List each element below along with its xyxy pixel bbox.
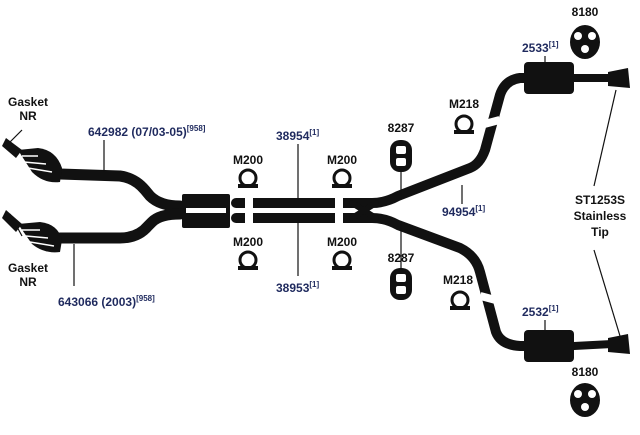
clamp-icons: [238, 114, 474, 310]
hanger-8287-upper-label: 8287: [388, 121, 415, 135]
lower-tailpipe: [570, 340, 616, 350]
hanger-icon-8180-top: [570, 25, 600, 59]
leader-gasket-bottom: [9, 213, 23, 237]
clamp-icon-m200-upper-right: [332, 168, 352, 188]
leader-gasket-top: [9, 129, 23, 143]
part-2533-label: 2533[1]: [522, 40, 559, 55]
clamp-icon-m218-upper: [454, 114, 474, 134]
hanger-icon-8287-upper: [390, 140, 412, 172]
clamp-m218-lower-label: M218: [443, 273, 473, 287]
gasket-top-label-2: NR: [19, 109, 37, 123]
hanger-8180-bottom-label: 8180: [572, 365, 599, 379]
part-94954-label: 94954[1]: [442, 204, 485, 219]
hanger-icon-8180-bottom: [570, 383, 600, 417]
tip-label-3: Tip: [591, 225, 609, 239]
clamp-icon-m200-upper-left: [238, 168, 258, 188]
pipe-breaks: [245, 116, 501, 304]
clamp-icon-m218-lower: [450, 290, 470, 310]
clamp-m200-upper-left-label: M200: [233, 153, 263, 167]
clamp-m200-lower-right-label: M200: [327, 235, 357, 249]
pipe-gap-4: [479, 292, 497, 304]
tip-label-1: ST1253S: [575, 193, 625, 207]
leader-tip-bottom: [593, 249, 621, 337]
clamp-m200-upper-right-label: M200: [327, 153, 357, 167]
clamp-m218-upper-label: M218: [449, 97, 479, 111]
gasket-bottom-label-1: Gasket: [8, 261, 48, 275]
hanger-icon-8287-lower: [390, 268, 412, 300]
muffler-top: [524, 62, 574, 94]
catalytic-converter-top: [2, 138, 62, 183]
leader-lines: [9, 56, 621, 337]
part-2532-label: 2532[1]: [522, 304, 559, 319]
clamp-m200-lower-left-label: M200: [233, 235, 263, 249]
tip-bottom: [608, 334, 630, 354]
hanger-8180-top-label: 8180: [572, 5, 599, 19]
upper-inlet-pipe: [54, 168, 186, 212]
leader-tip-top: [593, 89, 617, 187]
x-pipe-cross: [349, 200, 379, 221]
lower-inlet-pipe: [54, 208, 186, 244]
lower-mid-pipe: [231, 213, 535, 351]
labels: Gasket NR Gasket NR 642982 (07/03-05)[95…: [8, 5, 627, 379]
tip-top: [608, 68, 630, 88]
upper-mid-pipe: [231, 73, 535, 208]
muffler-bottom: [524, 330, 574, 362]
part-642982-label: 642982 (07/03-05)[958]: [88, 124, 206, 139]
gasket-top-label-1: Gasket: [8, 95, 48, 109]
part-38954-label: 38954[1]: [276, 128, 319, 143]
part-38953-label: 38953[1]: [276, 280, 319, 295]
pipe-work: [54, 73, 616, 351]
gasket-bottom-label-2: NR: [19, 275, 37, 289]
clamp-icon-m200-lower-left: [238, 250, 258, 270]
y-pipe-slot: [186, 208, 226, 213]
catalytic-converter-bottom: [2, 210, 62, 253]
part-643066-label: 643066 (2003)[958]: [58, 294, 155, 309]
pipe-gap-1: [245, 194, 253, 227]
hanger-8287-lower-label: 8287: [388, 251, 415, 265]
tip-label-2: Stainless: [574, 209, 627, 223]
pipe-gap-3: [483, 116, 501, 128]
clamp-icon-m200-lower-right: [332, 250, 352, 270]
pipe-gap-2: [335, 194, 343, 227]
